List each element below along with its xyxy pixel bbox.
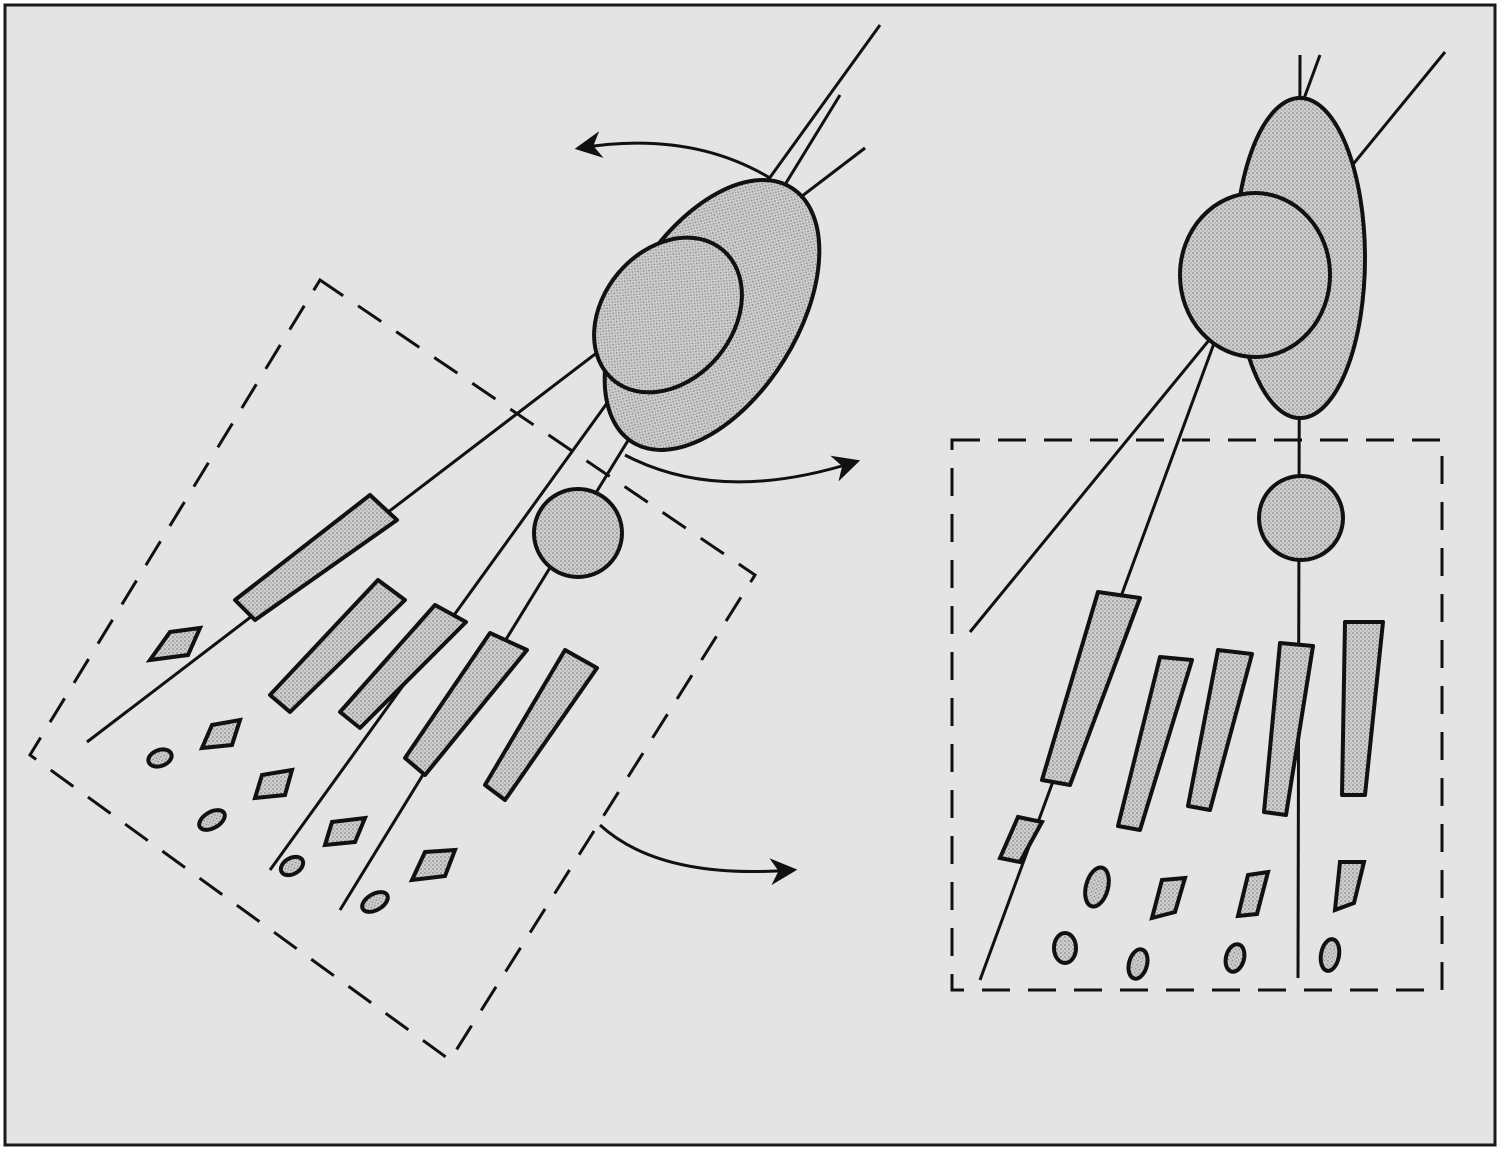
rotated-long-bone-1 (233, 493, 399, 622)
aligned-small-bone-a (997, 814, 1046, 865)
rotation-arrow-bottom (598, 823, 798, 886)
aligned-small-bone-i (1318, 937, 1342, 973)
aligned-hand-panel (950, 51, 1447, 992)
aligned-round-bone (1257, 474, 1345, 562)
rotated-round-bone (532, 487, 624, 579)
rotated-small-bone-g (408, 847, 458, 883)
rotated-long-bone-4 (403, 631, 529, 777)
rotated-small-bone-d (252, 767, 295, 801)
rotated-bounding-box (27, 277, 758, 1063)
rotated-hand-panel (27, 24, 882, 1063)
aligned-long-bone-1 (1040, 590, 1142, 787)
rotated-long-bone-2 (268, 578, 407, 714)
rotated-long-bone-5 (483, 648, 599, 802)
rotated-small-bone-i (360, 890, 390, 914)
aligned-small-bone (1178, 191, 1332, 359)
aligned-long-bone-5 (1340, 620, 1385, 797)
rotated-small-bone-c (146, 747, 174, 769)
rotated-small-bone-a (145, 625, 204, 663)
aligned-small-bone-g (1126, 947, 1150, 981)
aligned-small-bone-d (1235, 869, 1271, 919)
rotation-arrow-middle (624, 453, 861, 484)
rotated-small-bone-h (278, 854, 306, 878)
rotated-small-bone-f (322, 815, 369, 848)
aligned-small-bone-c (1149, 875, 1188, 921)
aligned-small-bone-e (1332, 860, 1367, 913)
rotated-small-bone (592, 235, 744, 395)
aligned-small-bone-h (1223, 942, 1247, 974)
rotation-arrow-top (574, 131, 771, 180)
aligned-long-bone-2 (1116, 655, 1194, 832)
rotated-small-bone-b (198, 717, 243, 751)
aligned-small-bone-b (1083, 865, 1111, 909)
rotated-small-bone-e (197, 808, 227, 832)
aligned-bounding-box (950, 438, 1444, 992)
aligned-long-bone-3 (1186, 648, 1254, 812)
aligned-long-bone-4 (1262, 641, 1315, 817)
rotated-long-bone-3 (338, 603, 468, 730)
aligned-small-bone-f (1052, 931, 1078, 965)
